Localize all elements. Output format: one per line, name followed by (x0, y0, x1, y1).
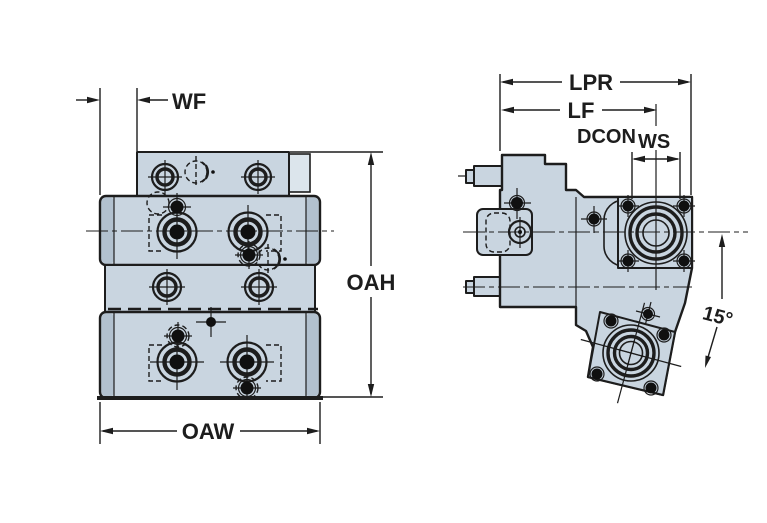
corner-bolt (617, 250, 639, 272)
dim-label-lpr: LPR (569, 70, 613, 95)
corner-bolt (673, 250, 695, 272)
small-bolt (635, 301, 661, 327)
ring-hole (241, 160, 275, 194)
corner-bolt (603, 313, 619, 329)
dimension-angle: 15° (700, 234, 735, 368)
side-view (458, 104, 748, 404)
small-bolt (504, 188, 531, 219)
dimension-lpr: LPR (499, 70, 692, 195)
lower-body (98, 310, 322, 400)
dim-label-ws: WS (638, 131, 670, 153)
clamping-bolt (150, 335, 204, 390)
ring-hole (149, 269, 185, 305)
tilted-coupling-flange (580, 302, 682, 404)
section-symbol (184, 156, 215, 188)
dashed-brackets (148, 214, 282, 382)
corner-bolt (617, 195, 639, 217)
corner-bolt (656, 327, 672, 343)
ring-hole (241, 269, 277, 305)
small-bolt (233, 374, 261, 400)
corner-bolt (673, 195, 695, 217)
dimension-lf: LF (501, 98, 657, 123)
small-bolt (235, 241, 263, 269)
mounting-stud (458, 165, 503, 187)
dimension-oaw: OAW (99, 402, 321, 444)
dim-label-wf: WF (172, 89, 206, 114)
small-bolt (146, 191, 191, 221)
section-symbol (256, 244, 287, 274)
dim-label-dcon: DCON (577, 126, 636, 148)
small-bolt (164, 322, 192, 350)
small-bolt (581, 206, 607, 233)
top-step-back-plate (288, 153, 311, 193)
dimension-wf: WF (76, 88, 206, 195)
dimension-oah: OAH (290, 151, 396, 398)
dim-label-oaw: OAW (182, 419, 235, 444)
corner-bolt (589, 366, 605, 382)
center-pin (196, 307, 226, 337)
dim-label-lf: LF (568, 98, 595, 123)
dimension-ws: WS (631, 131, 681, 199)
corner-bolt (643, 380, 659, 396)
front-view (86, 151, 334, 400)
ring-hole (148, 160, 182, 194)
middle-band (104, 264, 316, 313)
dim-label-angle: 15° (700, 302, 735, 331)
dim-label-oah: OAH (347, 270, 396, 295)
